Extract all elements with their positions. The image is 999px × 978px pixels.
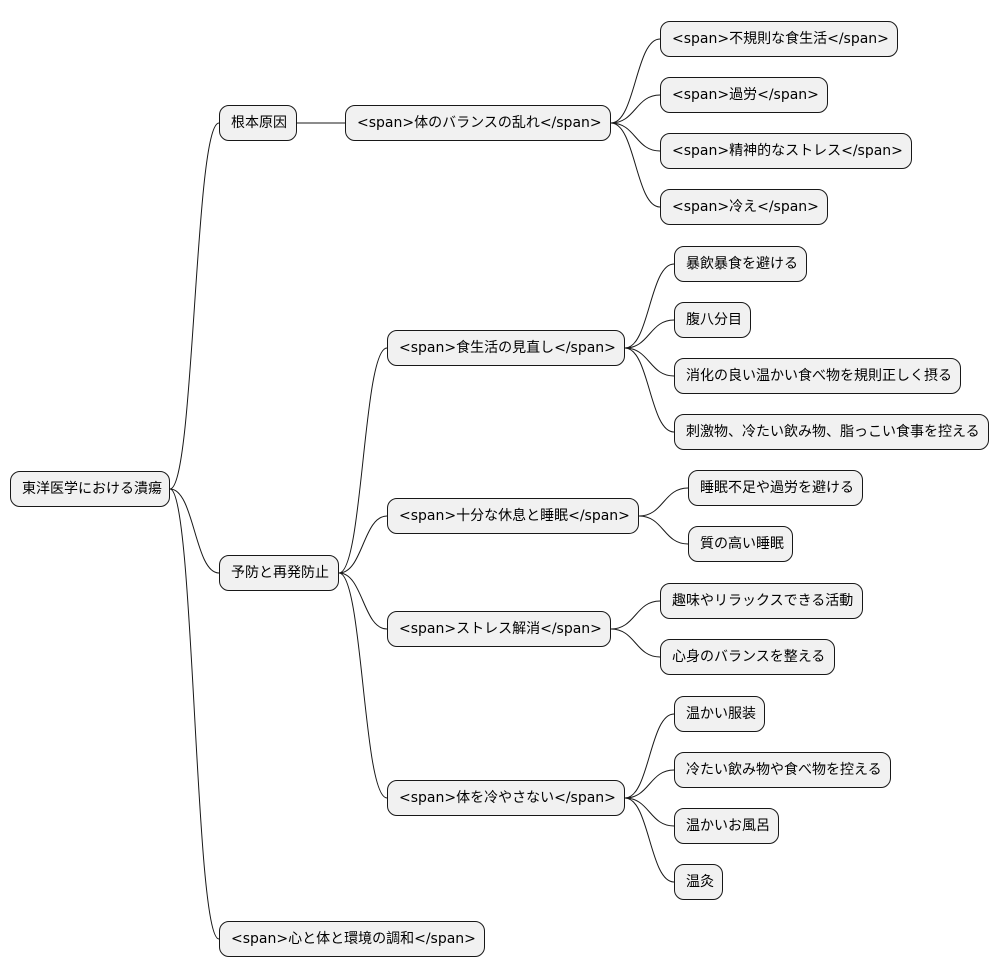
connector-line — [610, 122, 661, 208]
mind-map-node: 刺激物、冷たい飲み物、脂っこい食事を控える — [674, 414, 989, 450]
mind-map-node: <span>心と体と環境の調和</span> — [219, 921, 485, 957]
connector-line — [624, 797, 675, 827]
connector-line — [169, 488, 220, 940]
mind-map-node: <span>食生活の見直し</span> — [387, 330, 625, 366]
connector-line — [624, 319, 675, 349]
mind-map-node: <span>体を冷やさない</span> — [387, 780, 625, 816]
connector-line — [624, 347, 675, 377]
mind-map-node: 冷たい飲み物や食べ物を控える — [674, 752, 891, 788]
connector-line — [624, 347, 675, 433]
mind-map-node: 暴飲暴食を避ける — [674, 246, 807, 282]
connector-line — [338, 515, 388, 574]
connector-line — [610, 600, 661, 630]
mind-map-node: <span>精神的なストレス</span> — [660, 133, 912, 169]
mind-map-node: 趣味やリラックスできる活動 — [660, 583, 863, 619]
mind-map-node: 温かいお風呂 — [674, 808, 779, 844]
connector-line — [624, 797, 675, 883]
mind-map-node: 予防と再発防止 — [219, 555, 339, 591]
mind-map-node: 腹八分目 — [674, 302, 751, 338]
connector-line — [610, 38, 661, 124]
mind-map-node: <span>体のバランスの乱れ</span> — [345, 105, 611, 141]
mind-map-node: 心身のバランスを整える — [660, 639, 835, 675]
connector-line — [638, 515, 689, 545]
mind-map-node: <span>不規則な食生活</span> — [660, 21, 898, 57]
mind-map-node: 消化の良い温かい食べ物を規則正しく摂る — [674, 358, 961, 394]
mind-map-node: 質の高い睡眠 — [688, 526, 793, 562]
mind-map-node: 睡眠不足や過労を避ける — [688, 470, 863, 506]
mind-map-node: 根本原因 — [219, 105, 297, 141]
connector-line — [169, 488, 220, 574]
mind-map-node: <span>十分な休息と睡眠</span> — [387, 498, 639, 534]
connector-line — [638, 487, 689, 517]
connector-line — [610, 94, 661, 124]
mind-map-node: <span>冷え</span> — [660, 189, 828, 225]
mind-map-node: <span>ストレス解消</span> — [387, 611, 611, 647]
connector-line — [610, 122, 661, 152]
mind-map-node: 温かい服装 — [674, 696, 765, 732]
connector-line — [338, 572, 388, 630]
connector-line — [610, 628, 661, 658]
mind-map-node: 温灸 — [674, 864, 723, 900]
connector-line — [338, 347, 388, 574]
connector-line — [624, 769, 675, 799]
connector-line — [624, 263, 675, 349]
connector-line — [169, 122, 220, 490]
connector-line — [338, 572, 388, 799]
connector-line — [624, 713, 675, 799]
mind-map-node: <span>過労</span> — [660, 77, 828, 113]
mind-map-root-node: 東洋医学における潰瘍 — [10, 471, 170, 507]
